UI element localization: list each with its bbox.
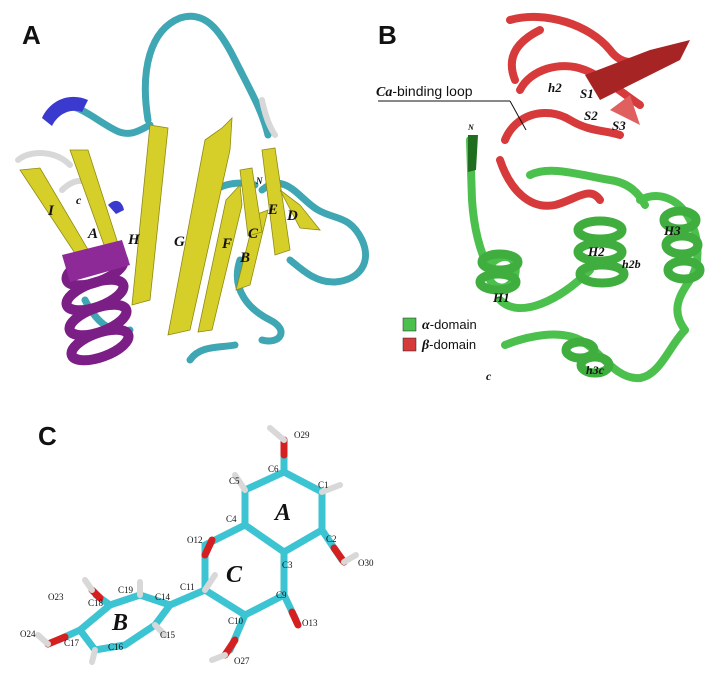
- label-b-s3: S3: [612, 118, 626, 133]
- panel-b: B: [376, 12, 705, 383]
- strand-C-shape: [239, 167, 263, 237]
- ring-c-bonds: [201, 521, 288, 620]
- strand-H-shape: [131, 124, 169, 306]
- strand-E-shape: [261, 147, 291, 256]
- atom-c1: C1: [318, 480, 329, 490]
- red-arc-5: [507, 26, 544, 84]
- atom-c14: C14: [155, 592, 171, 602]
- white-coil-3: [259, 97, 278, 138]
- atom-c6: C6: [268, 464, 279, 474]
- top-loop: [141, 12, 272, 139]
- label-strand-A: A: [87, 226, 98, 242]
- atom-c18: C18: [88, 598, 104, 608]
- atom-o27: O27: [234, 656, 250, 666]
- atom-c3: C3: [282, 560, 293, 570]
- o27-segment: [221, 636, 239, 659]
- callout-line-diagonal: [509, 100, 527, 131]
- white-coil-1: [15, 150, 73, 168]
- strand-G-shape: [167, 116, 233, 336]
- panel-c: C: [20, 421, 374, 666]
- atom-c2: C2: [326, 534, 337, 544]
- ring-label-b: B: [111, 610, 128, 636]
- beta-sheet: [585, 40, 690, 100]
- n-terminus-dark: [468, 135, 478, 172]
- label-b-n: N: [467, 123, 475, 132]
- label-a-n-terminus: N: [255, 176, 263, 186]
- atom-c17: C17: [64, 638, 80, 648]
- label-b-h3c: h3c: [586, 363, 605, 377]
- panel-a-letter: A: [22, 20, 41, 50]
- label-strand-D: D: [286, 208, 298, 224]
- label-strand-B: B: [239, 250, 250, 266]
- ring-label-a: A: [273, 500, 291, 526]
- atom-c19: C19: [118, 585, 134, 595]
- alpha-helices: [475, 206, 705, 378]
- bonds-hydrogen: [35, 425, 359, 665]
- panel-a-strands: [19, 116, 321, 336]
- strand-D-shape: [279, 189, 321, 231]
- label-b-H3: H3: [663, 223, 681, 238]
- legend-label-beta: β-domain: [421, 337, 476, 353]
- ring-b-bonds: [75, 591, 174, 654]
- ring-label-c: C: [226, 562, 243, 588]
- ca-binding-loop-label: Ca-binding loop: [376, 83, 473, 100]
- label-strand-C: C: [248, 226, 259, 242]
- atom-o13: O13: [302, 618, 318, 628]
- label-b-s1: S1: [580, 86, 594, 101]
- atom-c4: C4: [226, 514, 237, 524]
- beta-strand-s3: [610, 95, 640, 125]
- label-a-c-terminus: c: [76, 193, 82, 207]
- o13-segment: [288, 608, 302, 629]
- blue-turn-mid: [108, 200, 124, 214]
- atom-o23: O23: [48, 592, 64, 602]
- blue-turn-top: [42, 96, 88, 126]
- panel-c-letter: C: [38, 421, 57, 451]
- label-strand-I: I: [47, 203, 55, 219]
- atom-labels: O29 C6 C5 C1 C4 C2 O12 C3 O30 C11 C19 C1…: [20, 430, 374, 666]
- atom-c11: C11: [180, 582, 195, 592]
- label-strand-E: E: [267, 202, 278, 218]
- atom-c5: C5: [229, 476, 240, 486]
- label-strand-G: G: [174, 234, 185, 250]
- label-strand-F: F: [221, 236, 232, 252]
- legend-swatch-beta: [402, 337, 417, 352]
- label-b-c: c: [486, 369, 492, 383]
- panel-b-letter: B: [378, 20, 397, 50]
- atom-o29: O29: [294, 430, 310, 440]
- bond-c11-c14: [166, 586, 209, 609]
- label-b-s2: S2: [584, 108, 598, 123]
- red-arc-3: [501, 108, 624, 144]
- legend-swatch-alpha: [402, 317, 417, 332]
- label-b-H2: H2: [587, 244, 605, 259]
- ca-italic: Ca: [376, 85, 392, 100]
- label-b-h2: h2: [548, 80, 562, 95]
- ca-rest: -binding loop: [392, 83, 472, 99]
- atom-o12: O12: [187, 535, 203, 545]
- o24-segment: [44, 633, 69, 648]
- atom-o24: O24: [20, 629, 36, 639]
- legend-label-alpha: α-domain: [422, 317, 477, 333]
- atom-c9: C9: [276, 590, 287, 600]
- panel-a: A: [15, 12, 369, 366]
- label-b-h2b: h2b: [622, 257, 641, 271]
- red-arc-2: [516, 62, 644, 109]
- o12-segment: [201, 536, 216, 559]
- legend: α-domain β-domain: [402, 317, 477, 353]
- right-loop: [258, 179, 369, 286]
- red-arc-4: [496, 156, 604, 210]
- atom-o30: O30: [358, 558, 374, 568]
- label-strand-H: H: [127, 232, 141, 248]
- strand-F-shape: [197, 184, 243, 333]
- beta-domain-structure: [496, 12, 664, 210]
- bonds-carbon: [54, 436, 346, 654]
- green-top-arc: [526, 166, 649, 209]
- helix-front-band: [62, 240, 130, 282]
- bottom-loop: [186, 341, 239, 364]
- atom-c15: C15: [160, 630, 176, 640]
- label-b-H1: H1: [492, 290, 510, 305]
- atom-c16: C16: [108, 642, 124, 652]
- atom-c10: C10: [228, 616, 244, 626]
